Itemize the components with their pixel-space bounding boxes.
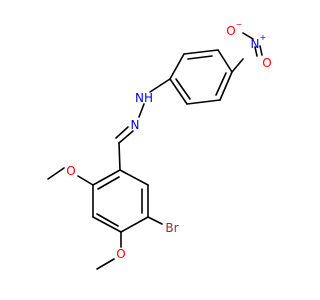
bond-ring-br [147,216,163,225]
bond-n-o-top [242,32,254,40]
bond-n-ch-a [118,130,134,144]
bond-n-ch-b [115,126,129,139]
bond-n-o-right-a [259,45,263,56]
bond-n-o-right-b [254,46,258,57]
charge-o-nitro-top: − [236,20,243,29]
bond-ring2-3 [120,216,149,233]
atom-br: Br [165,221,178,235]
bond-ring1-3 [169,53,185,80]
bond-ring-o-upper [77,175,94,186]
charge-n-nitro: + [260,33,267,42]
bond-ring1-inner-c [215,72,227,96]
atom-nh: NH [135,91,153,105]
bond-ring1-2 [183,49,219,55]
atom-n-imine: N [131,118,140,132]
bond-n-ring [231,58,244,73]
bond-ring1-1 [217,49,233,73]
bond-ring2-4 [92,216,122,233]
bond-ring1-4 [169,78,188,105]
atom-o-nitro-top: O [226,24,235,38]
atom-o-methoxy-upper: O [66,164,75,178]
bond-o-lower-ch3 [96,258,115,270]
bond-o-upper-ch3 [47,167,65,180]
bond-ring1-inner-b [175,78,191,100]
bond-nh-n [138,103,145,118]
bond-ring2-6 [92,169,121,186]
bond-ring2-inner-b [96,213,119,227]
bond-ring2-1 [119,169,149,186]
bond-ring1-inner-a [187,55,213,60]
atom-n-nitro: N [251,37,260,51]
atom-o-methoxy-lower: O [116,247,125,261]
bond-ch-ring [118,142,121,171]
bond-ring1-5 [186,99,221,105]
atom-o-nitro-right: O [262,56,271,70]
bond-ring-nh [149,78,171,93]
bond-ring2-inner-c [97,176,120,190]
structure-diagram: O − N + O NH N O Br O [47,20,272,270]
bond-ring1-6 [219,71,233,101]
molecule-canvas: O − N + O NH N O Br O [47,20,272,270]
bonds [47,32,263,270]
atom-labels: O − N + O NH N O Br O [66,20,271,261]
